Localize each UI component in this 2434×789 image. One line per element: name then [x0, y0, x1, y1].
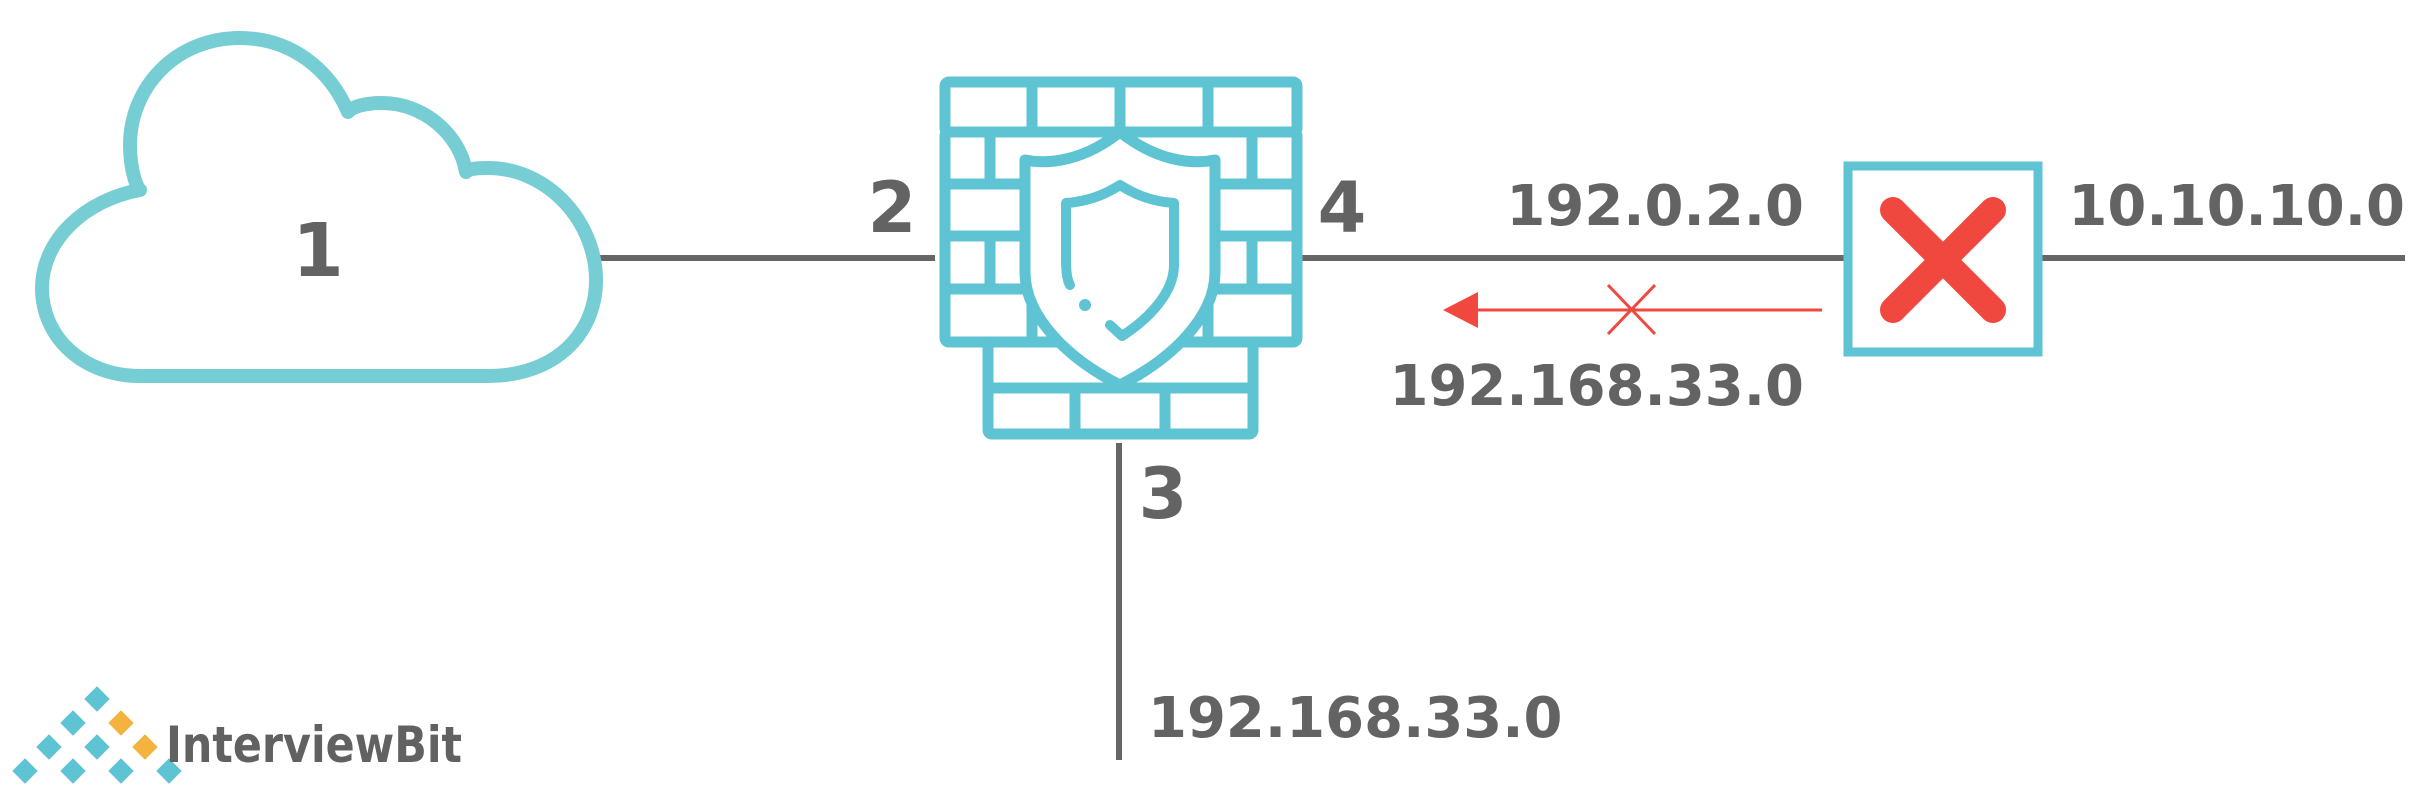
interviewbit-logo-text: InterviewBit	[166, 716, 462, 774]
subnet-label-far-right: 10.10.10.0	[2068, 174, 2405, 239]
port-label-left: 2	[868, 167, 917, 249]
subnet-label-blocked: 192.168.33.0	[1389, 354, 1804, 419]
port-label-bottom: 3	[1139, 453, 1188, 535]
port-label-right: 4	[1318, 167, 1367, 249]
shield-icon	[1019, 126, 1221, 391]
shield-inner-edge	[1061, 255, 1075, 290]
blocked-x-icon	[1880, 197, 2006, 323]
interviewbit-logo-icon	[12, 686, 182, 784]
shield-inner-icon	[1061, 180, 1179, 341]
subnet-label-bottom: 192.168.33.0	[1148, 686, 1563, 751]
cloud-icon	[35, 31, 603, 383]
blocked-cross-mark	[1606, 283, 1657, 336]
shield-dot	[1079, 299, 1091, 311]
cloud-label: 1	[292, 208, 344, 294]
subnet-label-right-top: 192.0.2.0	[1506, 174, 1804, 239]
arrow-head-icon	[1443, 292, 1478, 328]
